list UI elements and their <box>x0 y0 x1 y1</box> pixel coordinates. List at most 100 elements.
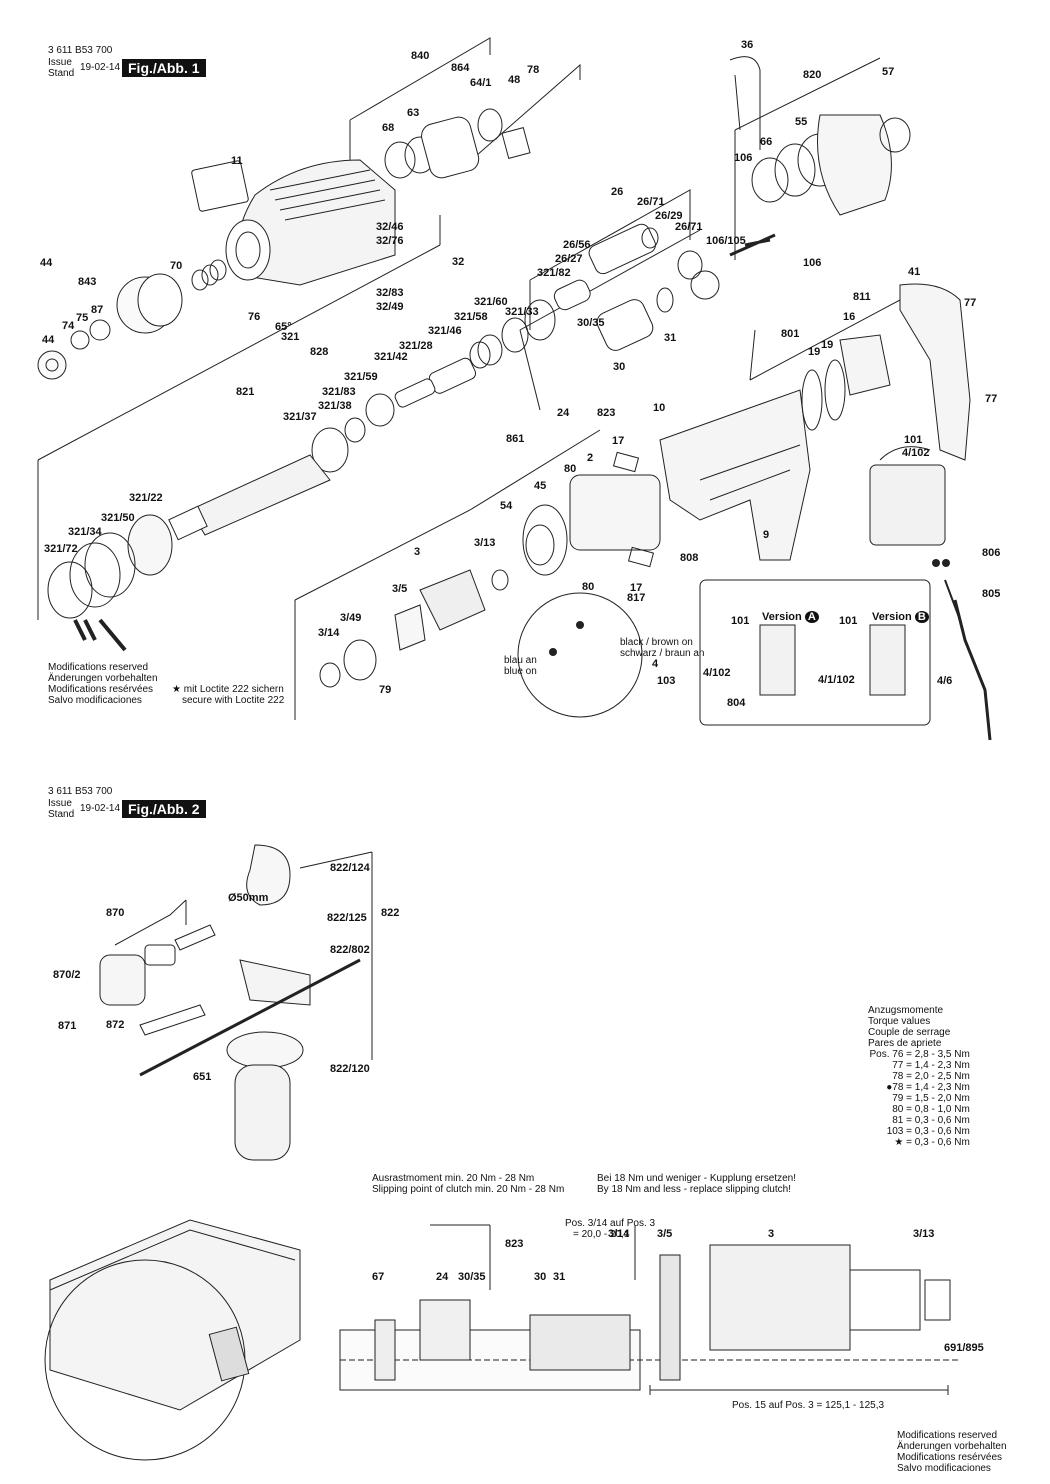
torque-position: 80 = <box>892 1104 912 1115</box>
wiring-note-black: black / brown on schwarz / braun an <box>620 637 705 659</box>
fig1-callout-86: 806 <box>982 547 1001 559</box>
version-b-label: Version B <box>872 611 929 623</box>
note-line: Änderungen vorbehalten <box>897 1441 1007 1452</box>
torque-table: Anzugsmomente Torque values Couple de se… <box>868 1005 970 1148</box>
torque-position: 77 = <box>892 1060 912 1071</box>
fig2-callout-14: 30/35 <box>458 1271 486 1283</box>
note-line: = 20,0 - 20,1 <box>573 1229 630 1240</box>
fig1-callout-66: 80 <box>564 463 577 475</box>
fig1-callout-39: 321/58 <box>454 311 488 323</box>
fig1-callout-72: 321/22 <box>129 492 163 504</box>
fig1-callout-6: 820 <box>803 69 822 81</box>
fig1-callout-71: 45 <box>534 480 547 492</box>
fig1-callout-19: 32/76 <box>376 235 404 247</box>
issue-date-2: 19-02-14 <box>80 803 121 814</box>
circle-a-icon: A <box>804 611 819 623</box>
fig1-callout-48: 321/59 <box>344 371 378 383</box>
note-line: Modifications reserved <box>897 1430 998 1441</box>
torque-row: 79 = 1,5 - 2,0 Nm <box>868 1093 970 1104</box>
fig1-callout-35: 76 <box>248 311 261 323</box>
issue-label: Issue <box>48 57 72 68</box>
torque-row: 80 = 0,8 - 1,0 Nm <box>868 1104 970 1115</box>
fig2-callout-15: 823 <box>505 1238 524 1250</box>
pos-15-note: Pos. 15 auf Pos. 3 = 125,1 - 125,3 <box>732 1400 885 1411</box>
fig1-callout-79: 3/49 <box>340 612 362 624</box>
note-line: Modifications reserved <box>48 662 149 673</box>
part-number: 3 611 B53 700 <box>48 45 113 56</box>
note-line: Modifications resérvées <box>48 684 154 695</box>
torque-value: 0,8 - 1,0 Nm <box>912 1104 970 1115</box>
fig1-callout-38: 321/33 <box>505 306 539 318</box>
fig1-callout-68: 4/102 <box>902 447 930 459</box>
torque-row: ●78 = 1,4 - 2,3 Nm <box>868 1082 970 1093</box>
torque-value: 1,5 - 2,0 Nm <box>912 1093 970 1104</box>
note-line: blau an <box>504 655 537 666</box>
fig1-callout-85: 103 <box>657 675 676 687</box>
note-line: secure with Loctite 222 <box>182 695 285 706</box>
fig2-callout-12: 67 <box>372 1271 385 1283</box>
figure-label-2: Fig./Abb. 2 <box>122 800 206 818</box>
fig1-callout-96: 77 <box>985 393 998 405</box>
note-line: Änderungen vorbehalten <box>48 673 158 684</box>
note-line: Salvo modificaciones <box>897 1463 991 1474</box>
circle-b-icon: B <box>914 611 929 623</box>
fig2-callout-6: 870/2 <box>53 969 81 981</box>
version-a-text: Version <box>762 611 802 623</box>
fig1-callout-90: 4/6 <box>937 675 953 687</box>
fig2-callout-0: 822/124 <box>330 862 370 874</box>
fig1-callout-28: 87 <box>91 304 104 316</box>
torque-title: Pares de apriete <box>868 1038 942 1049</box>
fig1-callout-20: 106/105 <box>706 235 746 247</box>
stand-label: Stand <box>48 68 75 79</box>
fig2-callout-19: 3/5 <box>657 1228 673 1240</box>
issue-label-2: Issue <box>48 798 72 809</box>
fig1-callout-61: 24 <box>557 407 570 419</box>
fig1-callout-3: 48 <box>508 74 521 86</box>
fig1-callout-22: 26/56 <box>563 239 591 251</box>
fig1-callout-34: 32/49 <box>376 301 404 313</box>
fig1-callout-45: 828 <box>310 346 329 358</box>
torque-row: Pos. 76 = 2,8 - 3,5 Nm <box>868 1049 969 1060</box>
fig1-callout-42: 31 <box>664 332 677 344</box>
fig1-callout-12: 11 <box>231 155 243 167</box>
fig2-callout-17: 31 <box>553 1271 566 1283</box>
fig1-callout-36: 321/82 <box>537 267 571 279</box>
fig1-callout-67: 101 <box>904 434 923 446</box>
fig1-callout-30: 74 <box>62 320 75 332</box>
note-line: blue on <box>504 666 537 677</box>
torque-position: 79 = <box>892 1093 912 1104</box>
stand-label-2: Stand <box>48 809 75 820</box>
fig1-callout-92: 4/102 <box>703 667 731 679</box>
fig1-callout-57: 321/38 <box>318 400 352 412</box>
torque-row: 78 = 2,0 - 2,5 Nm <box>868 1071 970 1082</box>
fig1-callout-10: 55 <box>795 116 808 128</box>
fig2-callout-5: 822/802 <box>330 944 370 956</box>
torque-position: Pos. 76 = <box>869 1049 912 1060</box>
torque-row: 103 = 0,3 - 0,6 Nm <box>868 1126 970 1137</box>
fig1-callout-13: 106 <box>734 152 753 164</box>
fig1-callout-16: 26/29 <box>655 210 683 222</box>
fig1-callout-18: 32/46 <box>376 221 404 233</box>
part-number-2: 3 611 B53 700 <box>48 786 113 797</box>
fig1-callout-27: 843 <box>78 276 97 288</box>
modifications-note: Modifications reserved Änderungen vorbeh… <box>48 662 158 706</box>
torque-position: 103 = <box>886 1126 912 1137</box>
fig1-callout-32: 65° <box>275 321 292 333</box>
fig1-callout-55: 801 <box>781 328 800 340</box>
fig1-callout-8: 63 <box>407 107 420 119</box>
fig2-callout-11: 691/895 <box>944 1342 984 1354</box>
fig1-callout-81: 80 <box>582 581 595 593</box>
torque-row: ★ = 0,3 - 0,6 Nm <box>868 1137 969 1148</box>
fig1-callout-82: 17 <box>630 582 643 594</box>
torque-title: Couple de serrage <box>868 1027 951 1038</box>
loctite-note: ★ mit Loctite 222 sichern secure with Lo… <box>172 684 284 706</box>
fig1-callout-1: 864 <box>451 62 470 74</box>
fig2-callout-2: 870 <box>106 907 125 919</box>
replace-clutch-note: Bei 18 Nm und weniger - Kupplung ersetze… <box>597 1173 796 1195</box>
fig2-callout-7: 871 <box>58 1020 77 1032</box>
fig1-callout-74: 321/34 <box>68 526 102 538</box>
torque-title: Anzugsmomente <box>868 1005 944 1016</box>
fig1-callout-87: 805 <box>982 588 1001 600</box>
fig1-callout-15: 26/71 <box>637 196 665 208</box>
